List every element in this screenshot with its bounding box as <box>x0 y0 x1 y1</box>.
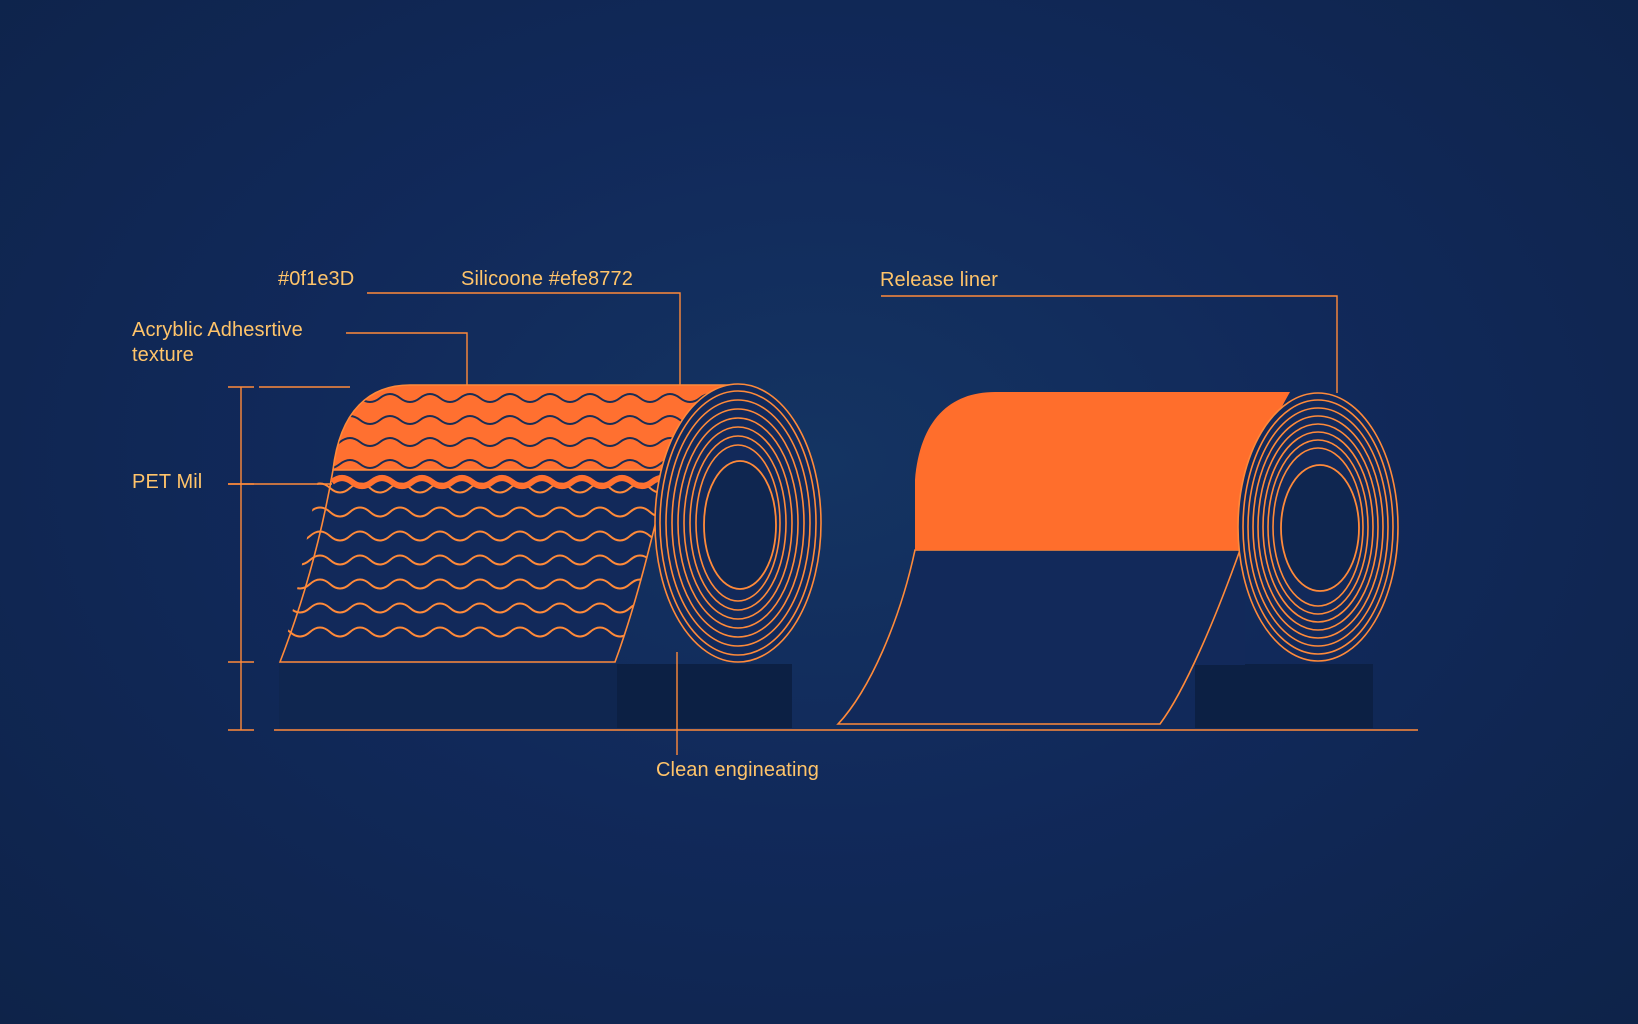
silicone-label: Silicoone #efe8772 <box>461 268 633 290</box>
right-roll-end-face <box>1237 392 1399 662</box>
acrylic-adhesive-label: Acryblic Adhesrtive texture <box>132 318 303 368</box>
silicone-leader-line <box>367 292 681 385</box>
acrylic-label-line1: Acryblic Adhesrtive <box>132 319 303 341</box>
release-liner-label: Release liner <box>880 269 999 291</box>
left-roll-base-shadow <box>279 664 619 728</box>
pet-film-sheet-outline <box>278 469 670 663</box>
release-liner-sheet <box>836 549 1242 725</box>
hex-code-label: #0f1e3D <box>278 268 355 290</box>
clean-engineering-label: Clean engineating <box>656 759 819 781</box>
pet-film-top-edge <box>332 384 730 471</box>
pet-mil-label: PET Mil <box>132 471 203 493</box>
release-liner-fill <box>915 392 1290 550</box>
release-leader-line <box>881 295 1338 393</box>
right-roll-base-shadow <box>1195 664 1373 728</box>
left-roll-core-shadow <box>617 664 792 728</box>
left-tape-roll <box>278 383 822 728</box>
adhesive-layer-fill <box>333 385 730 470</box>
right-tape-roll <box>836 392 1399 728</box>
left-roll-end-face <box>654 383 822 663</box>
callout-leaders <box>228 292 1338 755</box>
layer-boundary-wave <box>330 475 674 489</box>
acrylic-label-line2: texture <box>132 344 194 366</box>
acrylic-leader-line <box>346 332 468 385</box>
